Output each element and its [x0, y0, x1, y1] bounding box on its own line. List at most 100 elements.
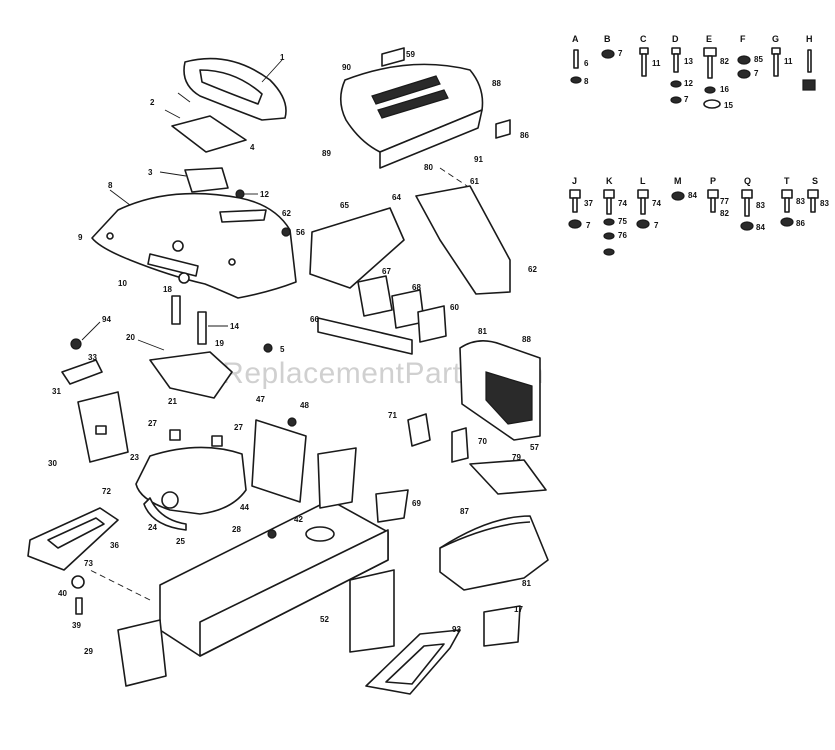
callout-59: 59: [406, 50, 415, 59]
callout-66: 66: [310, 315, 319, 324]
callout-71: 71: [388, 411, 397, 420]
callout-91: 91: [474, 155, 483, 164]
svg-text:15: 15: [724, 101, 733, 110]
callout-42: 42: [294, 515, 303, 524]
svg-text:16: 16: [720, 85, 729, 94]
callout-57: 57: [530, 443, 539, 452]
hardware-key-bottom: J 37 7 K 74 75 76 L 74 7 M 84 P 77 82 Q: [568, 176, 829, 256]
hw-letter-c: C: [640, 34, 647, 44]
callout-2: 2: [150, 98, 155, 107]
callout-87: 87: [460, 507, 469, 516]
callout-88b: 88: [522, 335, 531, 344]
callout-23: 23: [130, 453, 139, 462]
callout-27b: 27: [234, 423, 243, 432]
hw-letter-m: M: [674, 176, 682, 186]
callout-21: 21: [168, 397, 177, 406]
hw-letter-b: B: [604, 34, 611, 44]
callout-17: 17: [514, 605, 523, 614]
grille-inserts: 66 67 68 60: [310, 267, 459, 355]
svg-text:84: 84: [756, 223, 765, 232]
svg-text:74: 74: [652, 199, 661, 208]
callout-30: 30: [48, 459, 57, 468]
svg-text:7: 7: [618, 49, 623, 58]
callout-5: 5: [280, 345, 285, 354]
front-bracket: 79: [469, 453, 547, 495]
callout-28: 28: [232, 525, 241, 534]
front-bumper: 87 81: [439, 507, 549, 591]
callout-67: 67: [382, 267, 391, 276]
callout-60: 60: [450, 303, 459, 312]
main-frame: 25 28 42 29: [84, 499, 389, 687]
callout-18: 18: [163, 285, 172, 294]
callout-12: 12: [260, 190, 269, 199]
hood: 59 90 88 89 91 80 86: [322, 47, 529, 189]
lower-frame-bracket: 52: [320, 569, 395, 653]
svg-text:76: 76: [618, 231, 627, 240]
svg-text:11: 11: [784, 57, 793, 66]
svg-text:7: 7: [586, 221, 591, 230]
callout-70: 70: [478, 437, 487, 446]
fuel-tank: 23 24 27 27: [130, 419, 247, 532]
svg-text:84: 84: [688, 191, 697, 200]
left-side-panel: 94 33 31 30: [48, 315, 129, 468]
seat-spring-shaft: 18 14 19: [163, 285, 239, 348]
svg-text:83: 83: [796, 197, 805, 206]
svg-text:8: 8: [584, 77, 589, 86]
callout-4: 4: [250, 143, 255, 152]
callout-56: 56: [296, 228, 305, 237]
svg-text:7: 7: [654, 221, 659, 230]
callout-25: 25: [176, 537, 185, 546]
callout-8: 8: [108, 181, 113, 190]
svg-text:74: 74: [618, 199, 627, 208]
callout-68: 68: [412, 283, 421, 292]
callout-89: 89: [322, 149, 331, 158]
hw-letter-h: H: [806, 34, 813, 44]
callout-72: 72: [102, 487, 111, 496]
callout-14: 14: [230, 322, 239, 331]
hw-letter-q: Q: [744, 176, 751, 186]
callout-1: 1: [280, 53, 285, 62]
callout-90: 90: [342, 63, 351, 72]
callout-65: 65: [340, 201, 349, 210]
hw-letter-t: T: [784, 176, 790, 186]
callout-48: 48: [300, 401, 309, 410]
callout-33: 33: [88, 353, 97, 362]
left-footrest: 72 36 73 40 39: [27, 487, 119, 630]
callout-27a: 27: [148, 419, 157, 428]
callout-24: 24: [148, 523, 157, 532]
callout-64: 64: [392, 193, 401, 202]
svg-text:83: 83: [756, 201, 765, 210]
hw-letter-g: G: [772, 34, 779, 44]
callout-88: 88: [492, 79, 501, 88]
hw-letter-f: F: [740, 34, 746, 44]
callout-62: 62: [282, 209, 291, 218]
svg-text:75: 75: [618, 217, 627, 226]
side-panels: 65 64 61 62: [309, 177, 537, 295]
svg-text:86: 86: [796, 219, 805, 228]
hw-letter-k: K: [606, 176, 613, 186]
callout-31: 31: [52, 387, 61, 396]
callout-94: 94: [102, 315, 111, 324]
callout-81: 81: [478, 327, 487, 336]
hw-letter-l: L: [640, 176, 646, 186]
hw-letter-d: D: [672, 34, 679, 44]
svg-text:6: 6: [584, 59, 589, 68]
callout-40: 40: [58, 589, 67, 598]
svg-text:7: 7: [754, 69, 759, 78]
hw-letter-a: A: [572, 34, 579, 44]
svg-text:82: 82: [720, 57, 729, 66]
callout-86: 86: [520, 131, 529, 140]
svg-text:12: 12: [684, 79, 693, 88]
callout-79: 79: [512, 453, 521, 462]
svg-text:11: 11: [652, 59, 661, 68]
callout-19: 19: [215, 339, 224, 348]
svg-text:83: 83: [820, 199, 829, 208]
callout-3: 3: [148, 168, 153, 177]
callout-47: 47: [256, 395, 265, 404]
callout-93: 93: [452, 625, 461, 634]
callout-9: 9: [78, 233, 83, 242]
callout-61: 61: [470, 177, 479, 186]
hw-letter-s: S: [812, 176, 818, 186]
svg-text:13: 13: [684, 57, 693, 66]
